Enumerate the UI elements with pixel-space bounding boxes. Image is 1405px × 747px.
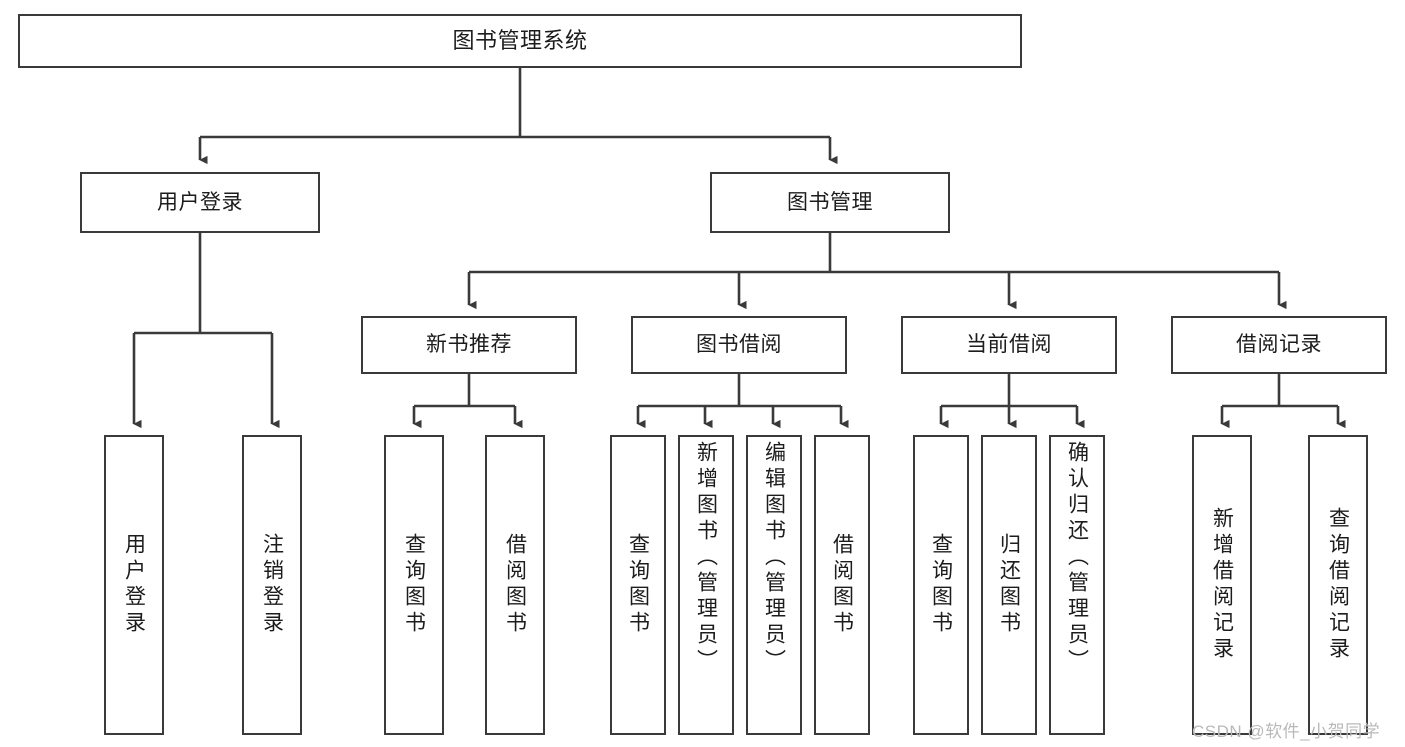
leaf-borrow-book[interactable]: 借阅图书 [814, 435, 870, 735]
node-label: 当前借阅 [966, 333, 1052, 357]
leaf-query-book-borrow[interactable]: 查询图书 [610, 435, 666, 735]
node-label: 图书管理系统 [452, 27, 588, 53]
node-label: 图书管理 [787, 190, 873, 214]
leaf-query-borrow-record[interactable]: 查询借阅记录 [1308, 435, 1368, 735]
leaf-return-book[interactable]: 归还图书 [981, 435, 1037, 735]
leaf-query-book-recommend[interactable]: 查询图书 [384, 435, 444, 735]
node-label: 借阅图书 [503, 533, 527, 637]
node-label: 借阅记录 [1236, 333, 1322, 357]
node-label: 注销登录 [260, 533, 284, 637]
node-label: 借阅图书 [830, 533, 854, 637]
node-book-management[interactable]: 图书管理 [710, 172, 950, 233]
node-label: 用户登录 [122, 533, 146, 637]
node-label: 查询图书 [626, 533, 650, 637]
node-borrow-record[interactable]: 借阅记录 [1171, 316, 1387, 374]
node-label: 查询图书 [402, 533, 426, 637]
node-current-borrow[interactable]: 当前借阅 [901, 316, 1117, 374]
node-new-book-recommend[interactable]: 新书推荐 [361, 316, 577, 374]
node-label: 图书借阅 [696, 333, 782, 357]
leaf-edit-book-admin[interactable]: 编辑图书（管理员） [746, 435, 802, 735]
csdn-watermark: CSDN @软件_小贺同学 [1192, 722, 1381, 741]
node-label: 查询借阅记录 [1326, 507, 1350, 663]
leaf-add-book-admin[interactable]: 新增图书（管理员） [678, 435, 734, 735]
leaf-query-book-current[interactable]: 查询图书 [913, 435, 969, 735]
node-label: 查询图书 [929, 533, 953, 637]
node-root-book-management-system[interactable]: 图书管理系统 [18, 14, 1022, 68]
leaf-add-borrow-record[interactable]: 新增借阅记录 [1192, 435, 1252, 735]
node-label: 新增图书（管理员） [694, 441, 718, 675]
leaf-user-login[interactable]: 用户登录 [104, 435, 164, 735]
node-user-login[interactable]: 用户登录 [80, 172, 320, 233]
leaf-borrow-book-recommend[interactable]: 借阅图书 [485, 435, 545, 735]
leaf-confirm-return-admin[interactable]: 确认归还（管理员） [1049, 435, 1105, 735]
node-label: 新书推荐 [426, 333, 512, 357]
leaf-logout[interactable]: 注销登录 [242, 435, 302, 735]
node-label: 新增借阅记录 [1210, 507, 1234, 663]
node-book-borrow[interactable]: 图书借阅 [631, 316, 847, 374]
node-label: 归还图书 [997, 533, 1021, 637]
node-label: 编辑图书（管理员） [762, 441, 786, 675]
node-label: 用户登录 [157, 190, 243, 214]
node-label: 确认归还（管理员） [1065, 441, 1089, 675]
